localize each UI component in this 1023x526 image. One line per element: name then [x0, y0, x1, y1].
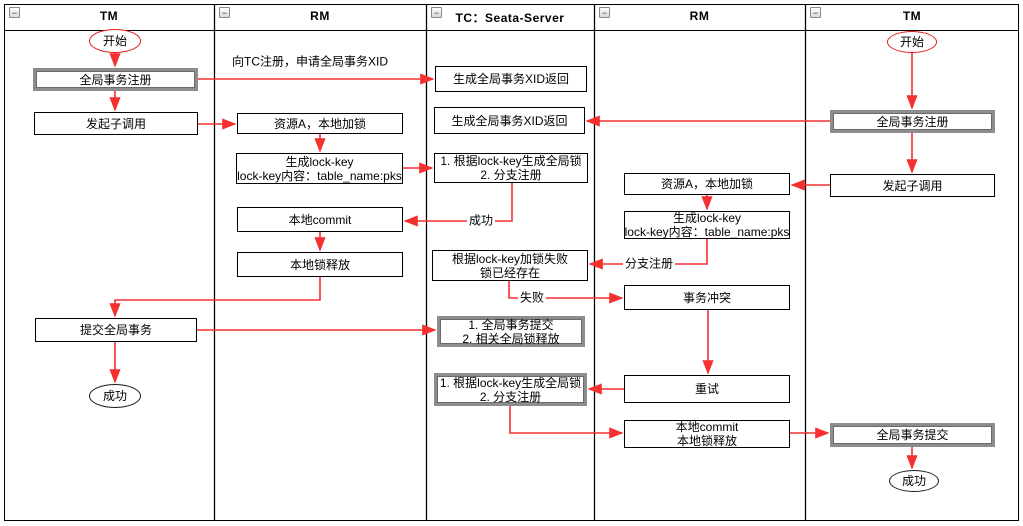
- label-branch-reg: 分支注册: [622, 256, 676, 271]
- node-sub-call-right[interactable]: 发起子调用: [830, 174, 995, 197]
- node-success-right[interactable]: 成功: [889, 470, 939, 492]
- node-text: 本地commit: [675, 420, 739, 434]
- node-text: 开始: [899, 35, 924, 49]
- node-text: 2. 分支注册: [479, 389, 542, 404]
- node-text: 事务冲突: [682, 290, 731, 305]
- node-commit-global-left[interactable]: 提交全局事务: [35, 318, 197, 342]
- node-text: 提交全局事务: [79, 323, 152, 337]
- node-text: 重试: [694, 382, 719, 396]
- node-text: 生成全局事务XID返回: [452, 72, 569, 86]
- lane-header-0: TM: [99, 9, 119, 23]
- collapse-lane-icon[interactable]: −: [9, 7, 20, 18]
- collapse-lane-icon[interactable]: −: [599, 7, 610, 18]
- node-register-global-left[interactable]: 全局事务注册: [33, 68, 198, 91]
- lane-header-2: TC：Seata-Server: [455, 11, 565, 25]
- node-tx-conflict[interactable]: 事务冲突: [624, 285, 790, 310]
- node-text: 生成lock-key: [285, 154, 354, 169]
- node-resource-a-right[interactable]: 资源A，本地加锁: [624, 173, 790, 195]
- node-lock-fail[interactable]: 根据lock-key加锁失败锁已经存在: [432, 250, 588, 281]
- node-text: 1. 根据lock-key生成全局锁: [440, 154, 582, 168]
- node-text: 本地锁释放: [289, 257, 350, 272]
- label-fail: 失败: [517, 290, 547, 305]
- node-text: 开始: [102, 34, 127, 48]
- node-text: 锁已经存在: [479, 265, 540, 280]
- collapse-lane-icon[interactable]: −: [219, 7, 230, 18]
- node-text: 本地锁释放: [676, 434, 737, 448]
- edge-genlock2-to-localcommit-right: [509, 406, 624, 439]
- node-text: 成功: [102, 389, 127, 403]
- node-start-left[interactable]: 开始: [89, 29, 141, 53]
- lane-header-1: RM: [310, 9, 330, 23]
- node-text: 全局事务注册: [876, 114, 949, 129]
- collapse-lane-icon[interactable]: −: [431, 7, 442, 18]
- diagram-frame: [4, 4, 1019, 521]
- node-sub-call-left[interactable]: 发起子调用: [34, 112, 198, 135]
- node-text: lock-key内容：table_name:pks: [237, 168, 402, 183]
- node-text: lock-key内容：table_name:pks: [624, 225, 790, 239]
- node-success-left[interactable]: 成功: [89, 384, 141, 408]
- node-text: 1. 全局事务提交: [468, 317, 554, 332]
- node-text: 成功: [901, 474, 926, 488]
- node-text: 本地commit: [288, 212, 352, 227]
- node-text: 资源A，本地加锁: [273, 116, 366, 131]
- node-text: 2. 分支注册: [480, 168, 542, 182]
- node-commit-global-right[interactable]: 全局事务提交: [830, 423, 995, 447]
- node-text: 1. 根据lock-key生成全局锁: [439, 375, 582, 390]
- collapse-lane-icon[interactable]: −: [810, 7, 821, 18]
- edge-lockfail-to-conflict: [508, 281, 624, 304]
- label-success: 成功: [466, 213, 496, 228]
- node-text: 全局事务注册: [79, 72, 152, 87]
- node-local-commit-left[interactable]: 本地commit: [237, 207, 403, 232]
- node-register-global-right[interactable]: 全局事务注册: [830, 110, 995, 133]
- node-text: 生成lock-key: [672, 211, 741, 225]
- node-start-right[interactable]: 开始: [887, 31, 937, 53]
- node-text: 资源A，本地加锁: [660, 177, 753, 191]
- node-text: 根据lock-key加锁失败: [451, 251, 568, 266]
- node-gen-xid-return-2[interactable]: 生成全局事务XID返回: [434, 107, 585, 134]
- node-text: 发起子调用: [882, 178, 943, 193]
- node-text: 发起子调用: [85, 116, 146, 131]
- edge-genlock-to-localcommit: [403, 183, 513, 227]
- node-resource-a-left[interactable]: 资源A，本地加锁: [237, 113, 403, 134]
- node-text: 2. 相关全局锁释放: [462, 331, 560, 346]
- node-gen-xid-return-1[interactable]: 生成全局事务XID返回: [435, 66, 587, 92]
- edge-lockrelease-to-commitglobal: [109, 277, 321, 318]
- lane-header-4: TM: [902, 9, 922, 23]
- node-local-lock-release[interactable]: 本地锁释放: [237, 252, 403, 277]
- node-text: 全局事务提交: [876, 428, 949, 442]
- label-register-xid: 向TC注册，申请全局事务XID: [229, 54, 391, 69]
- node-text: 生成全局事务XID返回: [451, 113, 568, 128]
- node-retry[interactable]: 重试: [624, 375, 790, 403]
- lane-header-3: RM: [689, 9, 710, 23]
